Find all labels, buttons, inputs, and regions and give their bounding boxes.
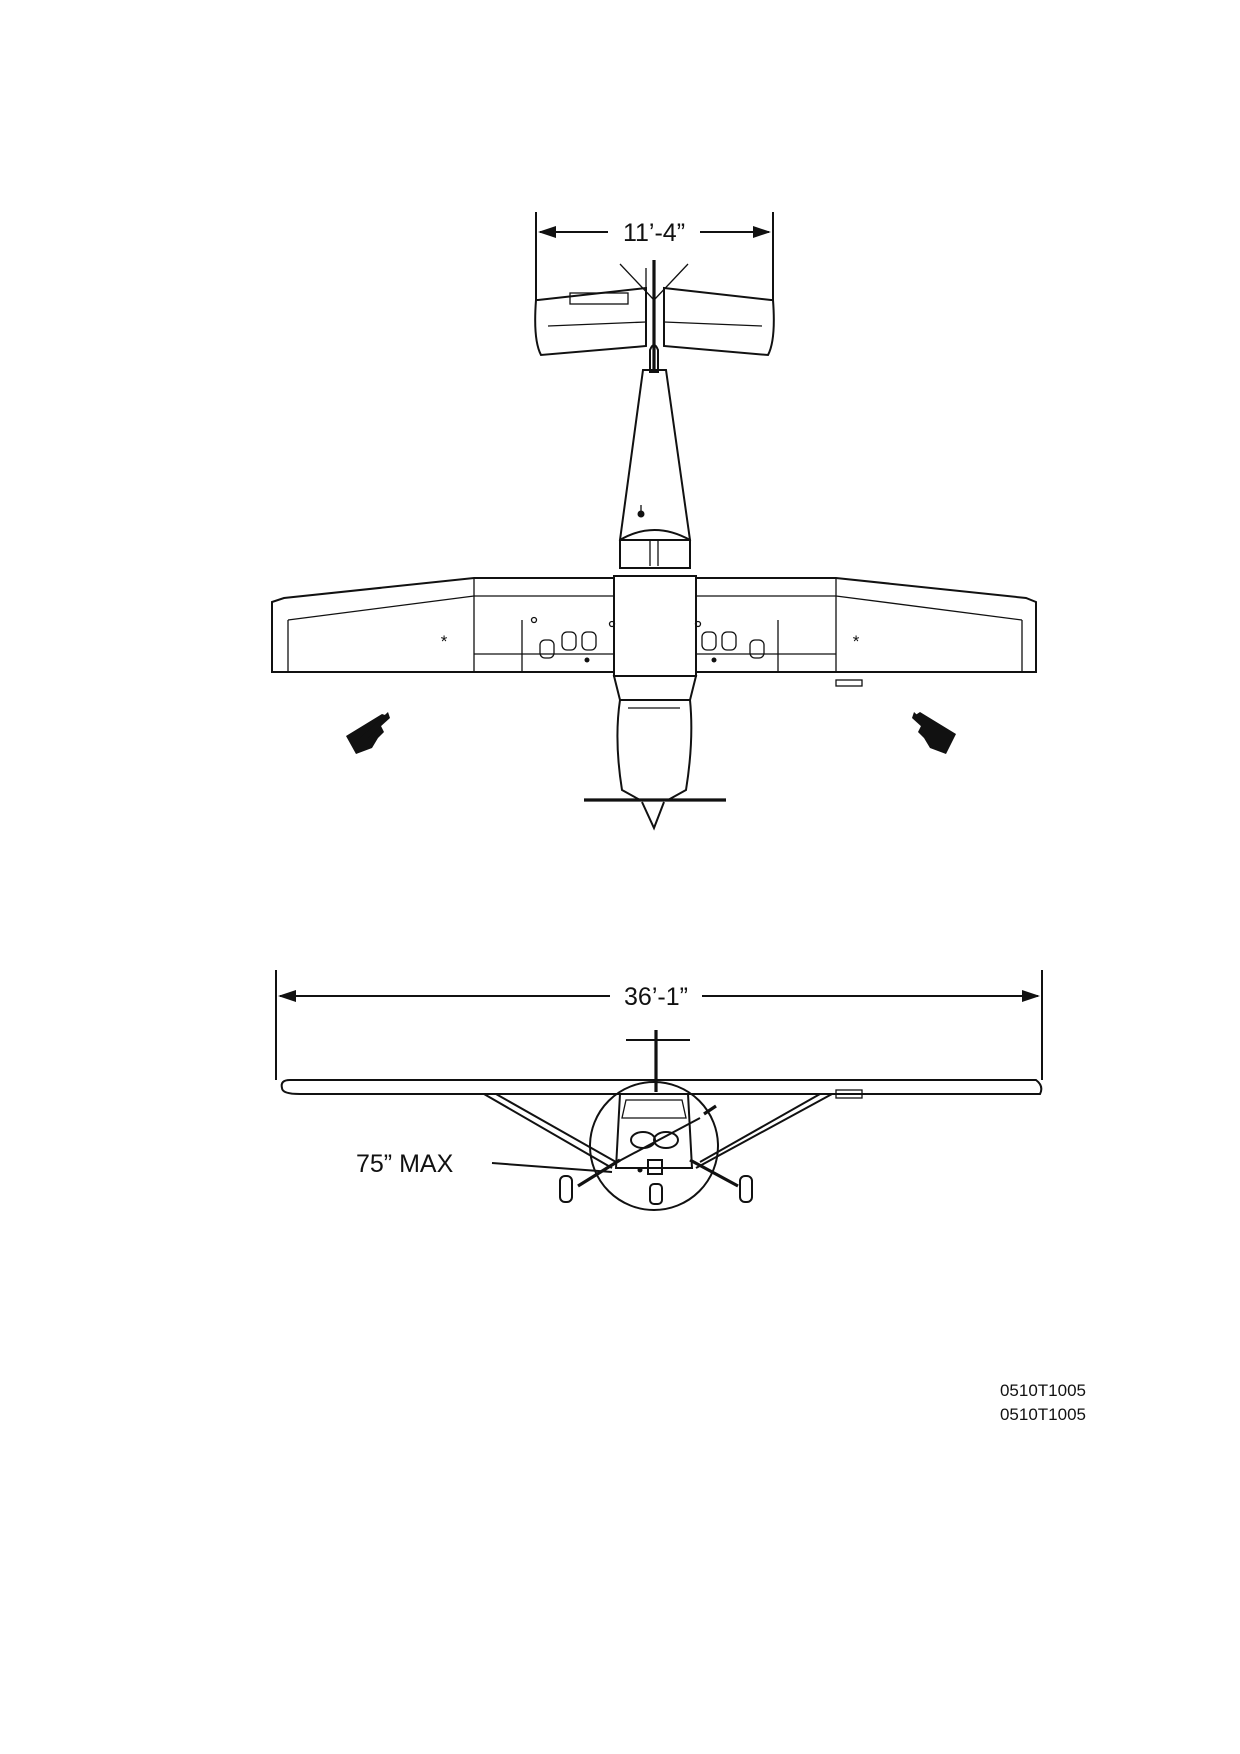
- nose-wheel: [649, 1183, 663, 1205]
- arrowhead-right: [753, 226, 771, 238]
- front-fuselage: [589, 1081, 719, 1211]
- right-wing: *: [694, 577, 1037, 687]
- arrowhead-left: [278, 990, 296, 1002]
- left-hand-finger: [360, 712, 390, 738]
- cabin-roof: [613, 575, 697, 677]
- tail-cone-tip: [649, 344, 659, 373]
- fuselage-front-outline: [614, 1093, 694, 1169]
- right-fuel-cap-marker: *: [853, 632, 860, 651]
- spinner: [641, 801, 665, 831]
- tail-cone: [618, 369, 692, 541]
- right-strut-inner: [695, 1093, 833, 1169]
- arrowhead-right: [1022, 990, 1040, 1002]
- right-hand-finger: [912, 712, 942, 738]
- left-strut: [483, 1093, 613, 1169]
- cowl-inlet-right: [653, 1131, 679, 1149]
- elevator-hinge-right: [663, 321, 763, 327]
- front-view: 36’-1”: [275, 970, 1043, 1211]
- pointing-hand-icon: [912, 712, 956, 754]
- left-strut-inner: [495, 1093, 617, 1163]
- right-wing-outline: [695, 577, 1037, 673]
- antenna-left: [619, 263, 655, 301]
- right-main-wheel: [739, 1175, 753, 1203]
- elevator-hinge-left: [547, 321, 647, 327]
- right-inspection-panel-1: [701, 631, 717, 651]
- main-gear: [559, 1158, 753, 1203]
- left-strut-fitting: [608, 620, 616, 628]
- stabilizer-dimension: 11’-4”: [535, 212, 774, 300]
- windshield: [612, 675, 698, 701]
- right-aileron-hinge: [835, 595, 1023, 621]
- right-strut-fitting: [694, 620, 702, 628]
- wing-struts: [483, 1093, 833, 1169]
- left-inspection-panel-3: [581, 631, 597, 651]
- beacon-light: [637, 510, 645, 518]
- wingspan-label: 36’-1”: [624, 983, 688, 1011]
- trim-tab: [569, 292, 629, 305]
- strut-attach-right: [703, 1104, 717, 1116]
- clearance-note: 75” MAX: [356, 1150, 454, 1178]
- horizontal-tail: [534, 260, 775, 372]
- right-strut: [699, 1093, 821, 1163]
- arrowhead-left: [538, 226, 556, 238]
- pitot-tube-front: [835, 1089, 863, 1099]
- tail-right-half: [663, 286, 775, 357]
- left-inspection-panel-2: [561, 631, 577, 651]
- wingspan-dimension: 36’-1”: [275, 970, 1043, 1080]
- right-inspection-panel-3: [749, 639, 765, 659]
- engine-cowling: [616, 699, 693, 801]
- left-drain: [584, 657, 590, 663]
- nose-gear-strut: [647, 1159, 663, 1175]
- rear-window: [619, 529, 691, 569]
- left-inspection-panel-1: [539, 639, 555, 659]
- left-aileron-hinge: [287, 595, 475, 621]
- antenna-right: [653, 263, 689, 301]
- right-pitot-tube: [835, 679, 863, 687]
- clearance-callout: 75” MAX: [356, 1150, 613, 1178]
- left-fuel-cap-marker: *: [441, 632, 448, 651]
- fuselage-top: [584, 344, 726, 831]
- left-main-wheel: [559, 1175, 573, 1203]
- reference-number: 0510T1005: [1000, 1405, 1086, 1424]
- top-view: 11’-4”: [271, 212, 1037, 831]
- tail-left-half: [534, 286, 647, 357]
- wing-front-outline: [280, 1079, 1043, 1095]
- left-vent: [530, 616, 538, 624]
- windshield-front: [621, 1099, 687, 1119]
- right-gear-leg: [689, 1158, 739, 1188]
- landing-light: [637, 1167, 643, 1173]
- left-wing-outline: [271, 577, 615, 673]
- propeller-arc: [589, 1081, 719, 1211]
- right-inspection-panel-2: [721, 631, 737, 651]
- cowl-inlet-left: [630, 1131, 656, 1149]
- right-drain: [711, 657, 717, 663]
- reference-number: 0510T1005: [1000, 1381, 1086, 1400]
- reference-block: 0510T1005 0510T1005: [1000, 1381, 1086, 1424]
- front-wing: [280, 1079, 1043, 1099]
- clearance-leader-line: [491, 1162, 613, 1173]
- stabilizer-span-label: 11’-4”: [623, 219, 685, 247]
- propeller-blade: [605, 1117, 701, 1169]
- pointing-hand-icon: [346, 712, 390, 754]
- left-wing: *: [271, 577, 616, 673]
- left-gear-leg: [577, 1158, 621, 1188]
